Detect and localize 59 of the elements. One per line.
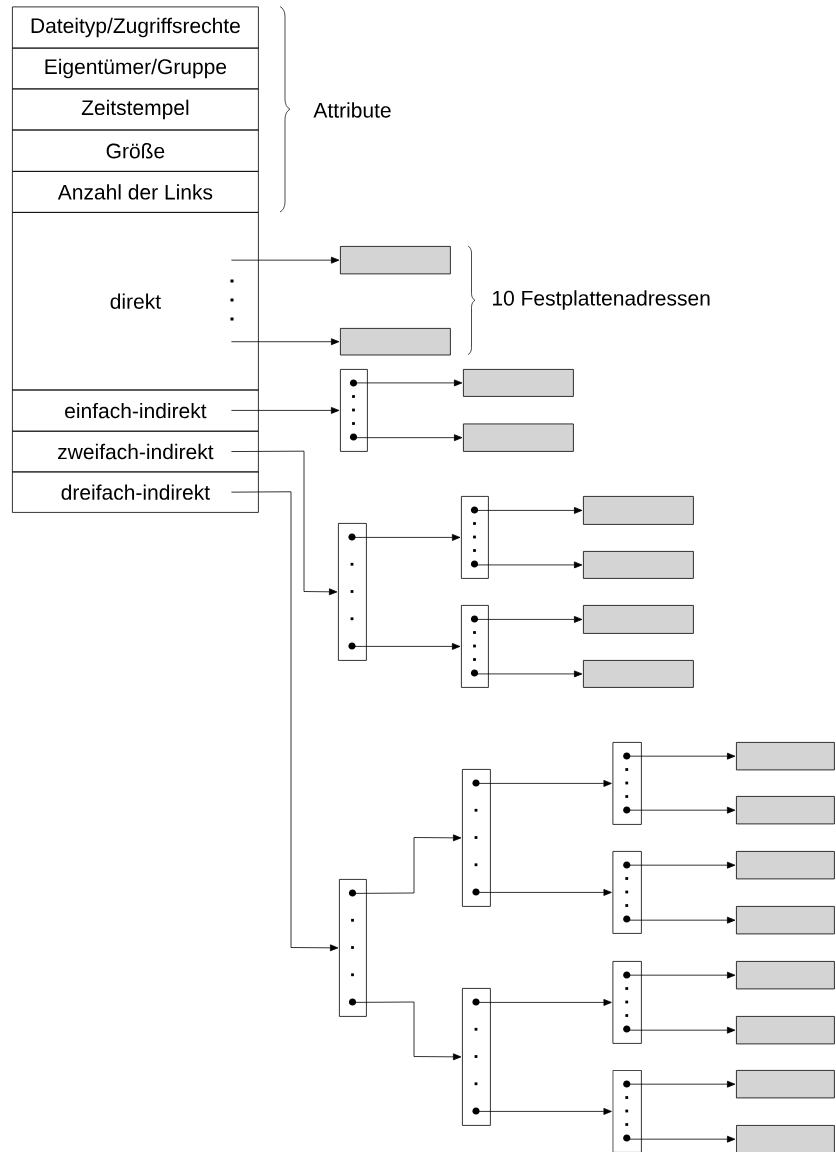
arrow [626,916,736,924]
arrow [231,491,339,952]
disk-block [583,605,694,634]
disk-block [736,1016,835,1045]
arrow [353,434,463,442]
arrow [476,1108,612,1115]
pointer-block [612,1070,642,1152]
disk-block [583,496,694,525]
arrow [474,561,583,569]
disk-block [736,851,835,880]
pointer-block [340,369,368,452]
arrow [476,889,612,896]
arrow [476,999,612,1006]
arrow [352,534,461,541]
disk-block [463,369,574,397]
pointer-block [612,851,642,934]
table-row: Größe [12,129,259,172]
brace-label: 10 Festplattenadressen [493,290,710,310]
disk-block [736,906,835,935]
disk-block [340,246,451,275]
arrow [231,338,340,346]
disk-block [736,742,835,771]
arrow [474,616,583,623]
arrow [352,1001,462,1061]
disk-block [583,660,694,688]
pointer-block [339,879,367,1017]
pointer-block [461,496,489,579]
pointer-block [612,961,642,1044]
disk-block [736,796,835,825]
pointer-block [338,523,367,661]
brace-label: Attribute [313,102,391,118]
arrow [231,407,340,414]
arrow [352,834,462,894]
table-row: einfach-indirekt [12,389,259,432]
arrow [626,1135,736,1143]
disk-block [583,551,694,579]
table-row: direkt [12,212,259,391]
arrow [231,450,338,596]
disk-block [736,1070,835,1099]
table-row: Dateityp/Zugriffsrechte [12,6,259,49]
table-row: Anzahl der Links [12,171,259,213]
pointer-block [462,769,491,907]
table-row: dreifach-indirekt [12,471,259,513]
disk-block [340,328,451,356]
table-row: Zeitstempel [12,88,259,131]
arrow [476,780,612,787]
table-row: zweifach-indirekt [12,430,259,473]
arrow [474,670,583,678]
pointer-block [461,605,489,688]
disk-block [736,1125,835,1152]
pointer-block [462,988,491,1126]
disk-block [463,423,574,452]
disk-block [736,961,835,990]
pointer-block [612,742,642,825]
arrow [352,643,461,650]
table-row: Eigentümer/Gruppe [12,47,259,90]
arrow [626,1026,736,1034]
arrow [474,507,583,514]
arrow [231,256,340,264]
